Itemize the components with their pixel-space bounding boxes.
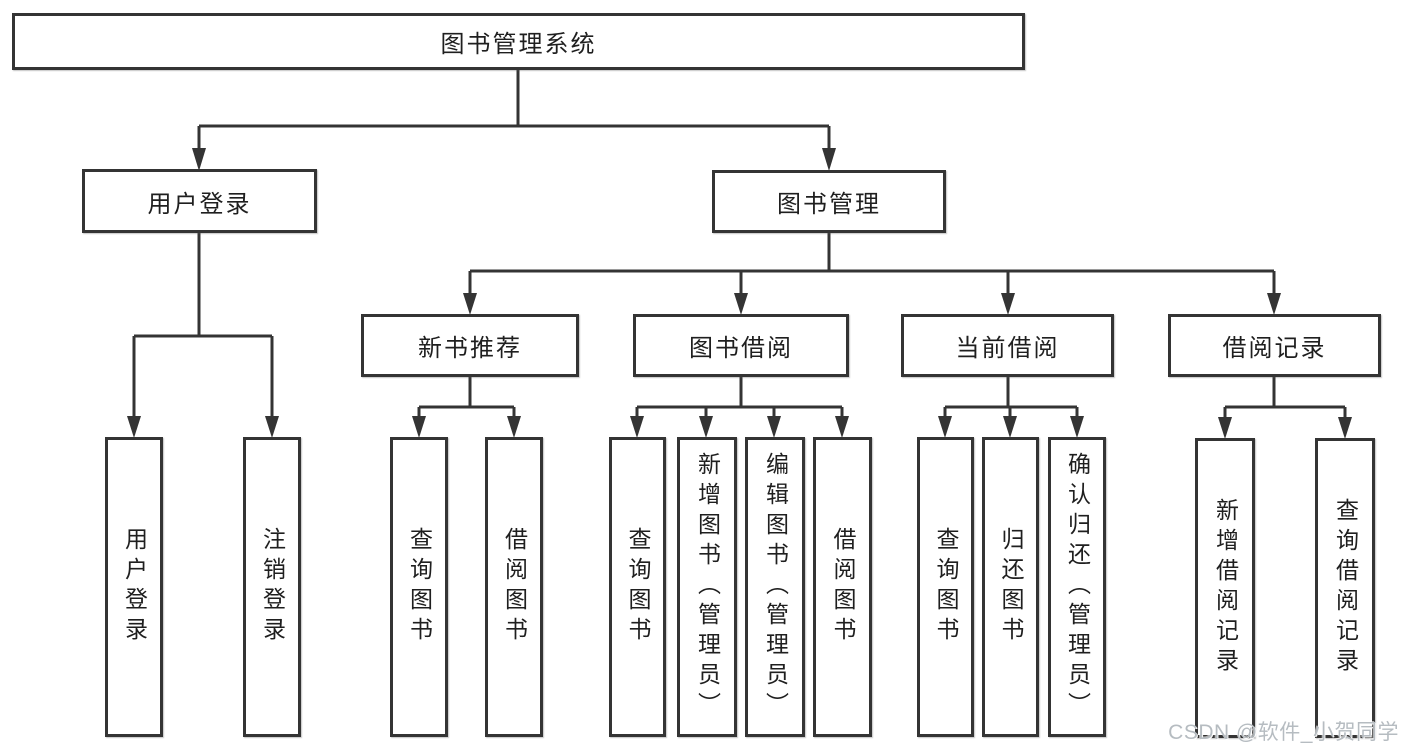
- node-leaf-bb-edit: 编辑图书（管理员）: [745, 437, 805, 737]
- node-leaf-cb-return: 归还图书: [982, 437, 1039, 737]
- arrowhead: [1338, 417, 1352, 439]
- node-leaf-bb-query: 查询图书: [609, 437, 666, 737]
- node-leaf-bb-borrow: 借阅图书: [813, 437, 872, 737]
- node-book-borrow: 图书借阅: [633, 314, 849, 377]
- edge-current-borrow-children: [943, 377, 1079, 420]
- node-leaf-logout: 注销登录: [243, 437, 301, 737]
- arrowhead: [507, 416, 521, 438]
- edge-root-children: [197, 70, 831, 152]
- arrowhead: [265, 416, 279, 438]
- arrowhead: [1001, 293, 1015, 315]
- arrowhead: [938, 416, 952, 438]
- node-leaf-bb-add: 新增图书（管理员）: [677, 437, 737, 737]
- node-leaf-br-add: 新增借阅记录: [1195, 438, 1255, 738]
- arrowhead: [1218, 417, 1232, 439]
- node-leaf-user-login: 用户登录: [105, 437, 163, 737]
- arrowhead: [192, 148, 206, 171]
- connector-lines: [132, 70, 1347, 420]
- watermark: CSDN @软件_小贺同学: [1168, 721, 1399, 744]
- node-book-mgmt: 图书管理: [712, 170, 946, 233]
- arrowhead: [412, 416, 426, 438]
- arrowhead: [767, 416, 781, 438]
- edge-book-mgmt-children: [468, 233, 1276, 297]
- node-root: 图书管理系统: [12, 13, 1025, 70]
- arrowheads: [127, 148, 1352, 439]
- arrowhead: [835, 416, 849, 438]
- arrowhead: [1003, 416, 1017, 438]
- node-new-books: 新书推荐: [361, 314, 579, 377]
- node-leaf-br-query: 查询借阅记录: [1315, 438, 1375, 738]
- arrowhead: [127, 416, 141, 438]
- arrowhead: [1070, 416, 1084, 438]
- node-leaf-cb-confirm: 确认归还（管理员）: [1048, 437, 1106, 737]
- edge-user-login-children: [132, 233, 274, 420]
- edge-new-books-children: [417, 377, 516, 420]
- node-leaf-nb-borrow: 借阅图书: [485, 437, 543, 737]
- arrowhead: [1267, 293, 1281, 315]
- node-borrow-records: 借阅记录: [1168, 314, 1381, 377]
- arrowhead: [734, 293, 748, 315]
- arrowhead: [822, 148, 836, 171]
- arrowhead: [630, 416, 644, 438]
- edge-borrow-records-children: [1223, 377, 1347, 420]
- node-user-login: 用户登录: [82, 169, 317, 233]
- node-current-borrow: 当前借阅: [901, 314, 1114, 377]
- edge-book-borrow-children: [635, 377, 844, 420]
- node-leaf-cb-query: 查询图书: [917, 437, 974, 737]
- arrowhead: [699, 416, 713, 438]
- arrowhead: [463, 293, 477, 315]
- node-leaf-nb-query: 查询图书: [390, 437, 448, 737]
